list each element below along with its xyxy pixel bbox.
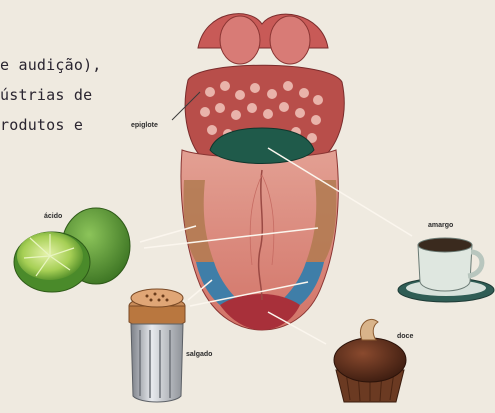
tongue-illustration [181,14,344,330]
label-amargo: amargo [428,222,453,229]
salt-shaker-icon [129,289,185,402]
label-acido: ácido [44,213,62,220]
lime-icon [14,208,130,292]
coffee-cup-icon [398,238,494,302]
chocolate-cupcake-icon [334,319,406,402]
label-salgado: salgado [186,351,212,358]
label-epiglote: epiglote [131,122,158,129]
label-doce: doce [397,333,413,340]
